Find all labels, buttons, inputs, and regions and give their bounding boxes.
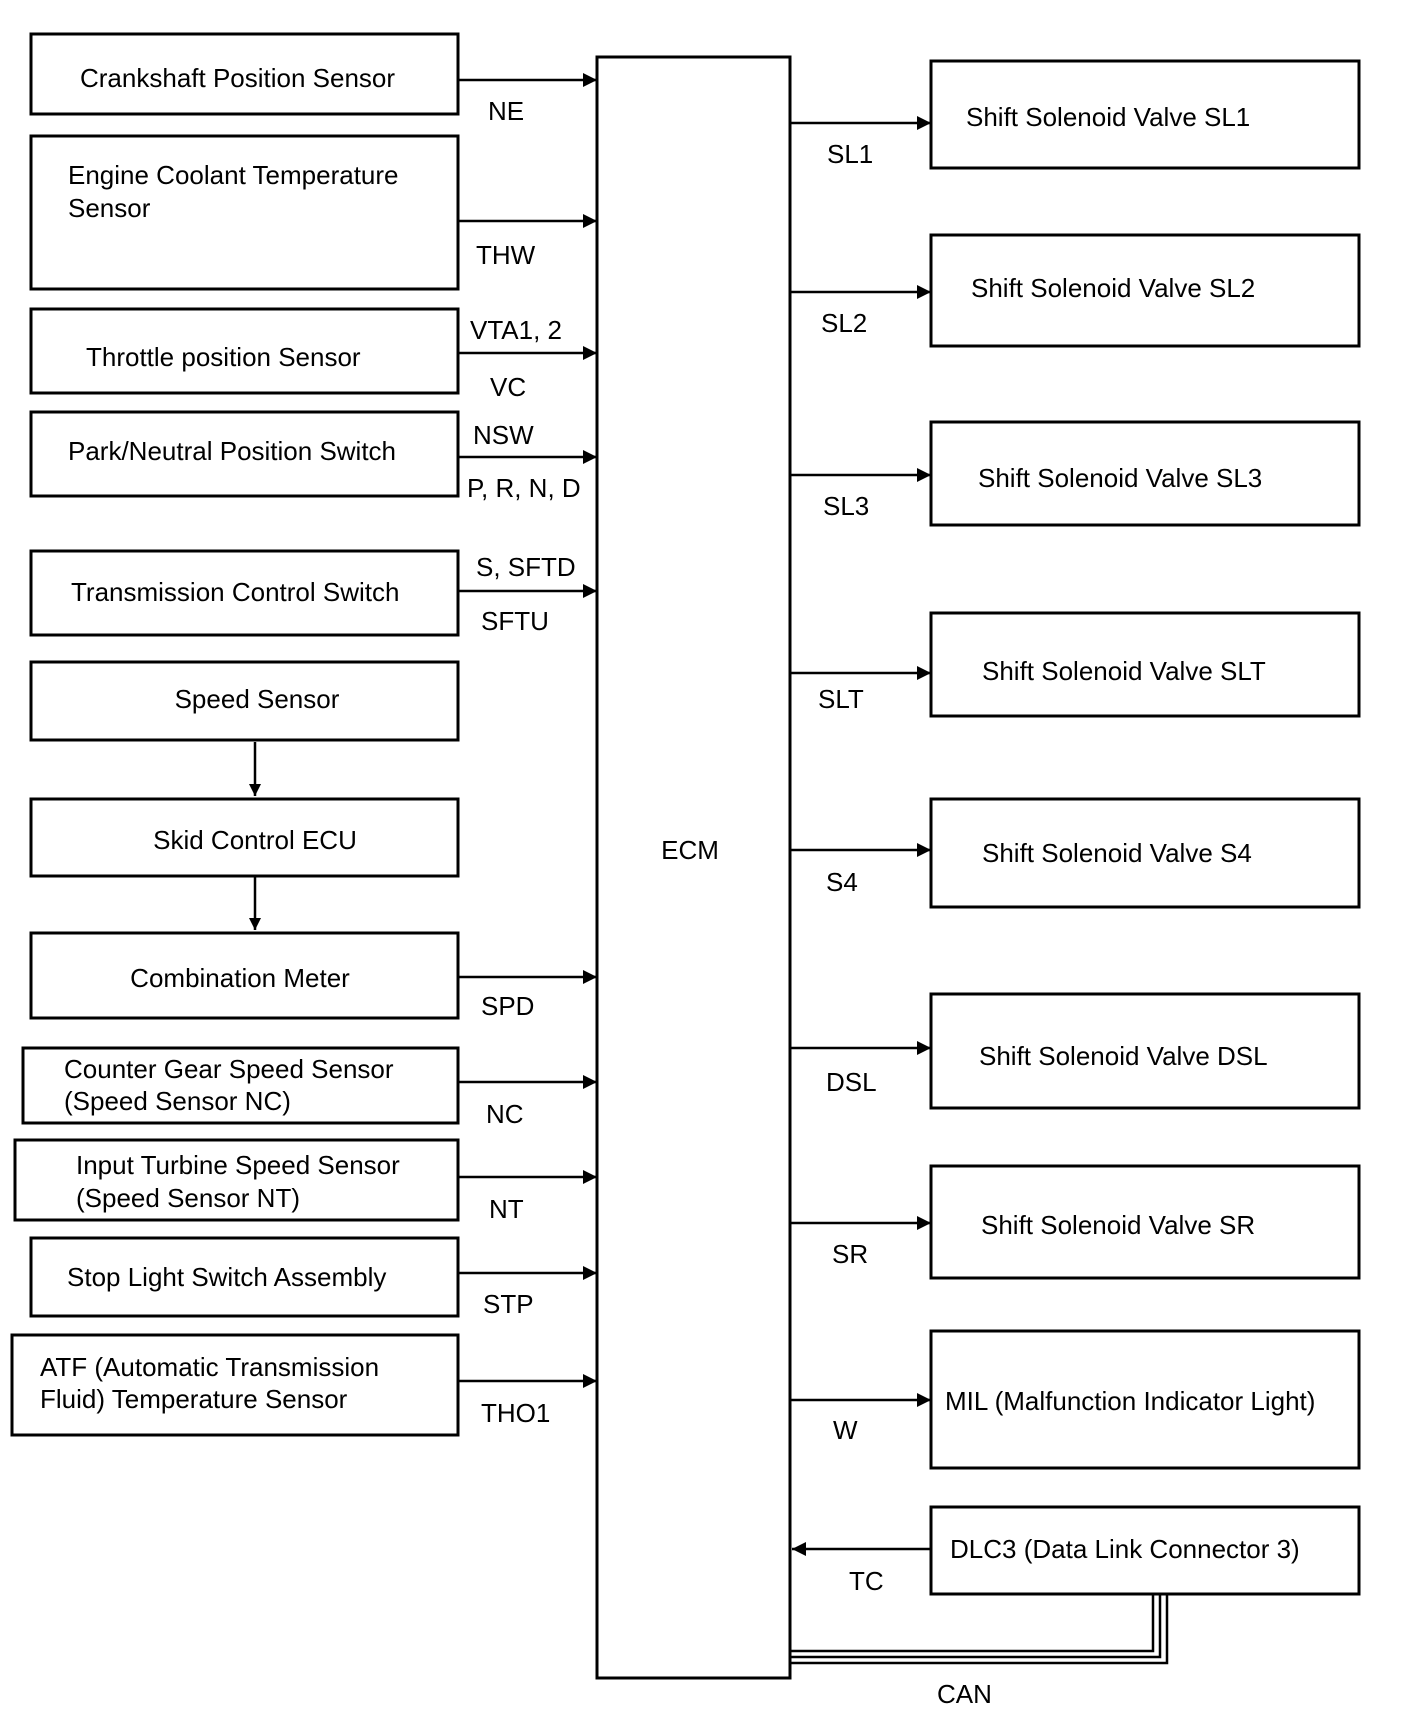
trans-control-label: Transmission Control Switch <box>71 577 399 607</box>
output-sr: Shift Solenoid Valve SR SR <box>790 1164 1361 1280</box>
output-sl2: Shift Solenoid Valve SL2 SL2 <box>790 233 1361 348</box>
signal-thw: THW <box>476 240 536 270</box>
output-dlc3: DLC3 (Data Link Connector 3) TC <box>792 1505 1361 1596</box>
input-skid-control: Skid Control ECU <box>29 797 460 878</box>
can-label: CAN <box>937 1679 992 1709</box>
signal-nsw: NSW <box>473 420 534 450</box>
signal-w: W <box>833 1415 858 1445</box>
dlc3-label: DLC3 (Data Link Connector 3) <box>950 1534 1300 1564</box>
coolant-label-1: Engine Coolant Temperature <box>68 160 399 190</box>
input-turbine-label-2: (Speed Sensor NT) <box>76 1183 300 1213</box>
output-slt: Shift Solenoid Valve SLT SLT <box>790 611 1361 718</box>
atf-temp-label-1: ATF (Automatic Transmission <box>40 1352 379 1382</box>
signal-dsl: DSL <box>826 1067 877 1097</box>
coolant-label-2: Sensor <box>68 193 151 223</box>
ecm-label: ECM <box>661 835 719 865</box>
can-bus: CAN <box>790 1594 1169 1709</box>
input-trans-control: Transmission Control Switch S, SFTD SFTU <box>29 549 597 637</box>
sl1-label: Shift Solenoid Valve SL1 <box>966 102 1250 132</box>
dsl-label: Shift Solenoid Valve DSL <box>979 1041 1268 1071</box>
output-s4: Shift Solenoid Valve S4 S4 <box>790 797 1361 909</box>
atf-temp-label-2: Fluid) Temperature Sensor <box>40 1384 348 1414</box>
signal-sr: SR <box>832 1239 868 1269</box>
signal-sftd: S, SFTD <box>476 552 576 582</box>
input-coolant: Engine Coolant Temperature Sensor THW <box>29 134 597 291</box>
combination-meter-label: Combination Meter <box>130 963 350 993</box>
signal-vc: VC <box>490 372 526 402</box>
stop-light-label: Stop Light Switch Assembly <box>67 1262 386 1292</box>
signal-slt: SLT <box>818 684 864 714</box>
output-mil: MIL (Malfunction Indicator Light) W <box>790 1329 1361 1470</box>
signal-vta: VTA1, 2 <box>470 315 562 345</box>
output-sl3: Shift Solenoid Valve SL3 SL3 <box>790 420 1361 527</box>
signal-stp: STP <box>483 1289 534 1319</box>
counter-gear-label-2: (Speed Sensor NC) <box>64 1086 291 1116</box>
counter-gear-label-1: Counter Gear Speed Sensor <box>64 1054 394 1084</box>
signal-tc: TC <box>849 1566 884 1596</box>
ecm-block: ECM <box>595 55 792 1680</box>
skid-control-label: Skid Control ECU <box>153 825 357 855</box>
mil-label: MIL (Malfunction Indicator Light) <box>945 1386 1315 1416</box>
s4-label: Shift Solenoid Valve S4 <box>982 838 1252 868</box>
input-throttle: Throttle position Sensor VTA1, 2 VC <box>29 307 597 402</box>
slt-label: Shift Solenoid Valve SLT <box>982 656 1266 686</box>
input-atf-temp: ATF (Automatic Transmission Fluid) Tempe… <box>10 1333 597 1437</box>
signal-s4: S4 <box>826 867 858 897</box>
speed-sensor-label: Speed Sensor <box>175 684 340 714</box>
signal-nt: NT <box>489 1194 524 1224</box>
input-crankshaft: Crankshaft Position Sensor NE <box>29 32 597 126</box>
signal-prnd: P, R, N, D <box>467 473 581 503</box>
throttle-label: Throttle position Sensor <box>86 342 361 372</box>
output-sl1: Shift Solenoid Valve SL1 SL1 <box>790 59 1361 170</box>
input-counter-gear: Counter Gear Speed Sensor (Speed Sensor … <box>21 1046 597 1129</box>
input-park-neutral: Park/Neutral Position Switch NSW P, R, N… <box>29 410 597 503</box>
signal-sl3: SL3 <box>823 491 869 521</box>
output-dsl: Shift Solenoid Valve DSL DSL <box>790 992 1361 1110</box>
signal-ne: NE <box>488 96 524 126</box>
input-turbine-label-1: Input Turbine Speed Sensor <box>76 1150 400 1180</box>
signal-tho1: THO1 <box>481 1398 550 1428</box>
crankshaft-label: Crankshaft Position Sensor <box>80 63 395 93</box>
signal-sl2: SL2 <box>821 308 867 338</box>
sl3-label: Shift Solenoid Valve SL3 <box>978 463 1262 493</box>
signal-spd: SPD <box>481 991 534 1021</box>
signal-sftu: SFTU <box>481 606 549 636</box>
input-speed-sensor: Speed Sensor <box>29 660 460 742</box>
park-neutral-label: Park/Neutral Position Switch <box>68 436 396 466</box>
input-input-turbine: Input Turbine Speed Sensor (Speed Sensor… <box>13 1138 597 1224</box>
input-combination-meter: Combination Meter SPD <box>29 931 597 1021</box>
signal-sl1: SL1 <box>827 139 873 169</box>
sl2-label: Shift Solenoid Valve SL2 <box>971 273 1255 303</box>
sr-label: Shift Solenoid Valve SR <box>981 1210 1255 1240</box>
input-stop-light: Stop Light Switch Assembly STP <box>29 1236 597 1319</box>
signal-nc: NC <box>486 1099 524 1129</box>
